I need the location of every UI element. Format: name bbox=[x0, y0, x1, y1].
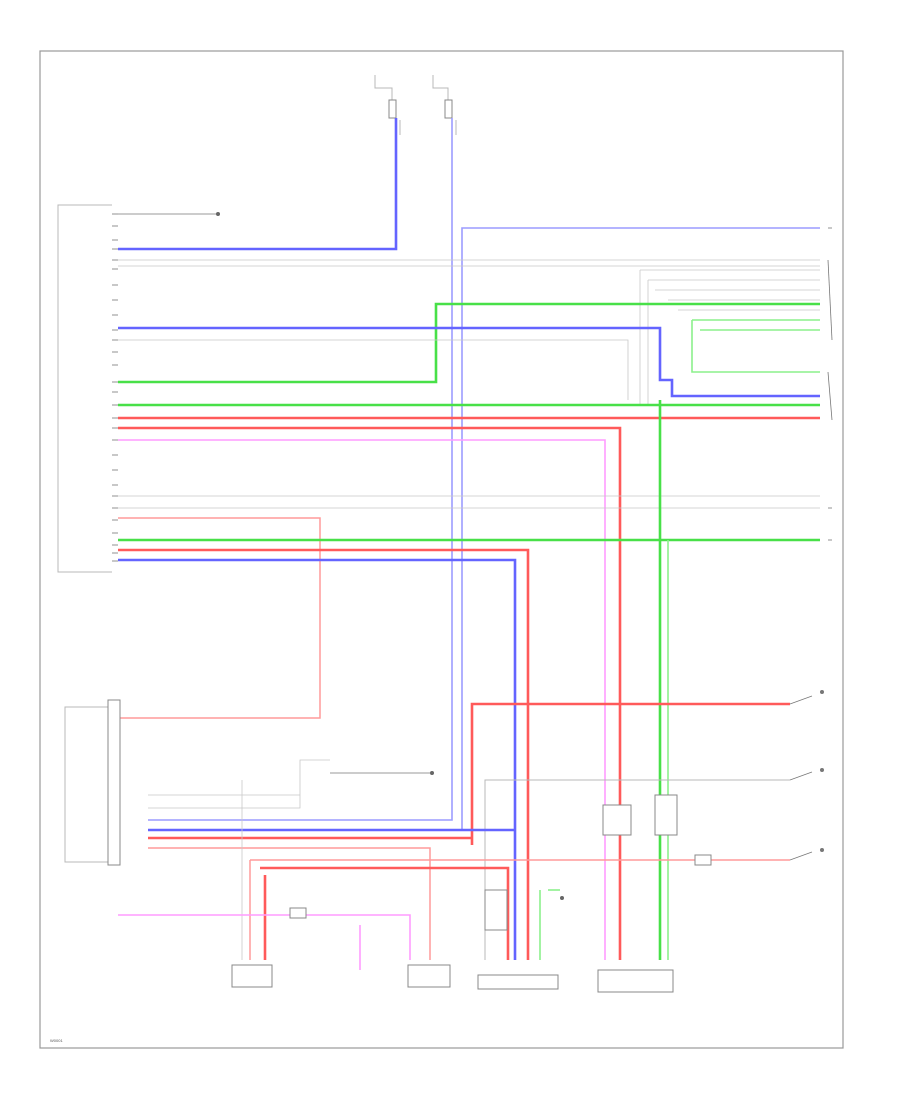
door-lock-control-switch-block bbox=[64, 699, 121, 866]
wire-gray-harness-top-right bbox=[118, 259, 820, 405]
ground-symbol-icon bbox=[118, 212, 564, 900]
wire-red-lower-1 bbox=[118, 548, 530, 960]
inline-splices bbox=[289, 794, 712, 931]
wire-group-lower-left bbox=[118, 759, 560, 970]
wire-magenta-bus bbox=[118, 439, 606, 960]
main-body-ecu-block bbox=[57, 204, 118, 573]
wire-blue-lower bbox=[118, 558, 517, 960]
diagram-code: W0001 bbox=[50, 1038, 63, 1043]
wire-pink-ecu-to-switch-block bbox=[118, 517, 321, 719]
diagram-frame bbox=[39, 50, 844, 1049]
top-fuse-left bbox=[374, 75, 401, 135]
top-fuse-right bbox=[432, 75, 457, 135]
right-edge-connector bbox=[827, 227, 833, 541]
ecu-pin-stubs bbox=[112, 213, 118, 562]
wire-gray-to-right-door-switch bbox=[484, 779, 790, 960]
wire-blue-fuse-to-ecu bbox=[118, 118, 398, 251]
wire-green-top-right bbox=[118, 302, 820, 384]
door-switch-icon bbox=[789, 690, 824, 861]
wire-blue-mid bbox=[118, 326, 820, 398]
wire-lightblue-fuse-trunk bbox=[148, 118, 453, 821]
wire-red-bus-2 bbox=[118, 426, 622, 960]
bottom-connector-4 bbox=[597, 969, 674, 993]
bottom-connector-1 bbox=[231, 964, 273, 988]
wire-gray-mid bbox=[118, 339, 629, 400]
bottom-connector-3 bbox=[477, 974, 559, 990]
bottom-connector-2 bbox=[407, 964, 451, 988]
wire-lightgreen-loop bbox=[691, 319, 820, 373]
wire-lightblue-top-right bbox=[461, 227, 820, 830]
wire-red-to-left-door-switch bbox=[470, 702, 790, 845]
